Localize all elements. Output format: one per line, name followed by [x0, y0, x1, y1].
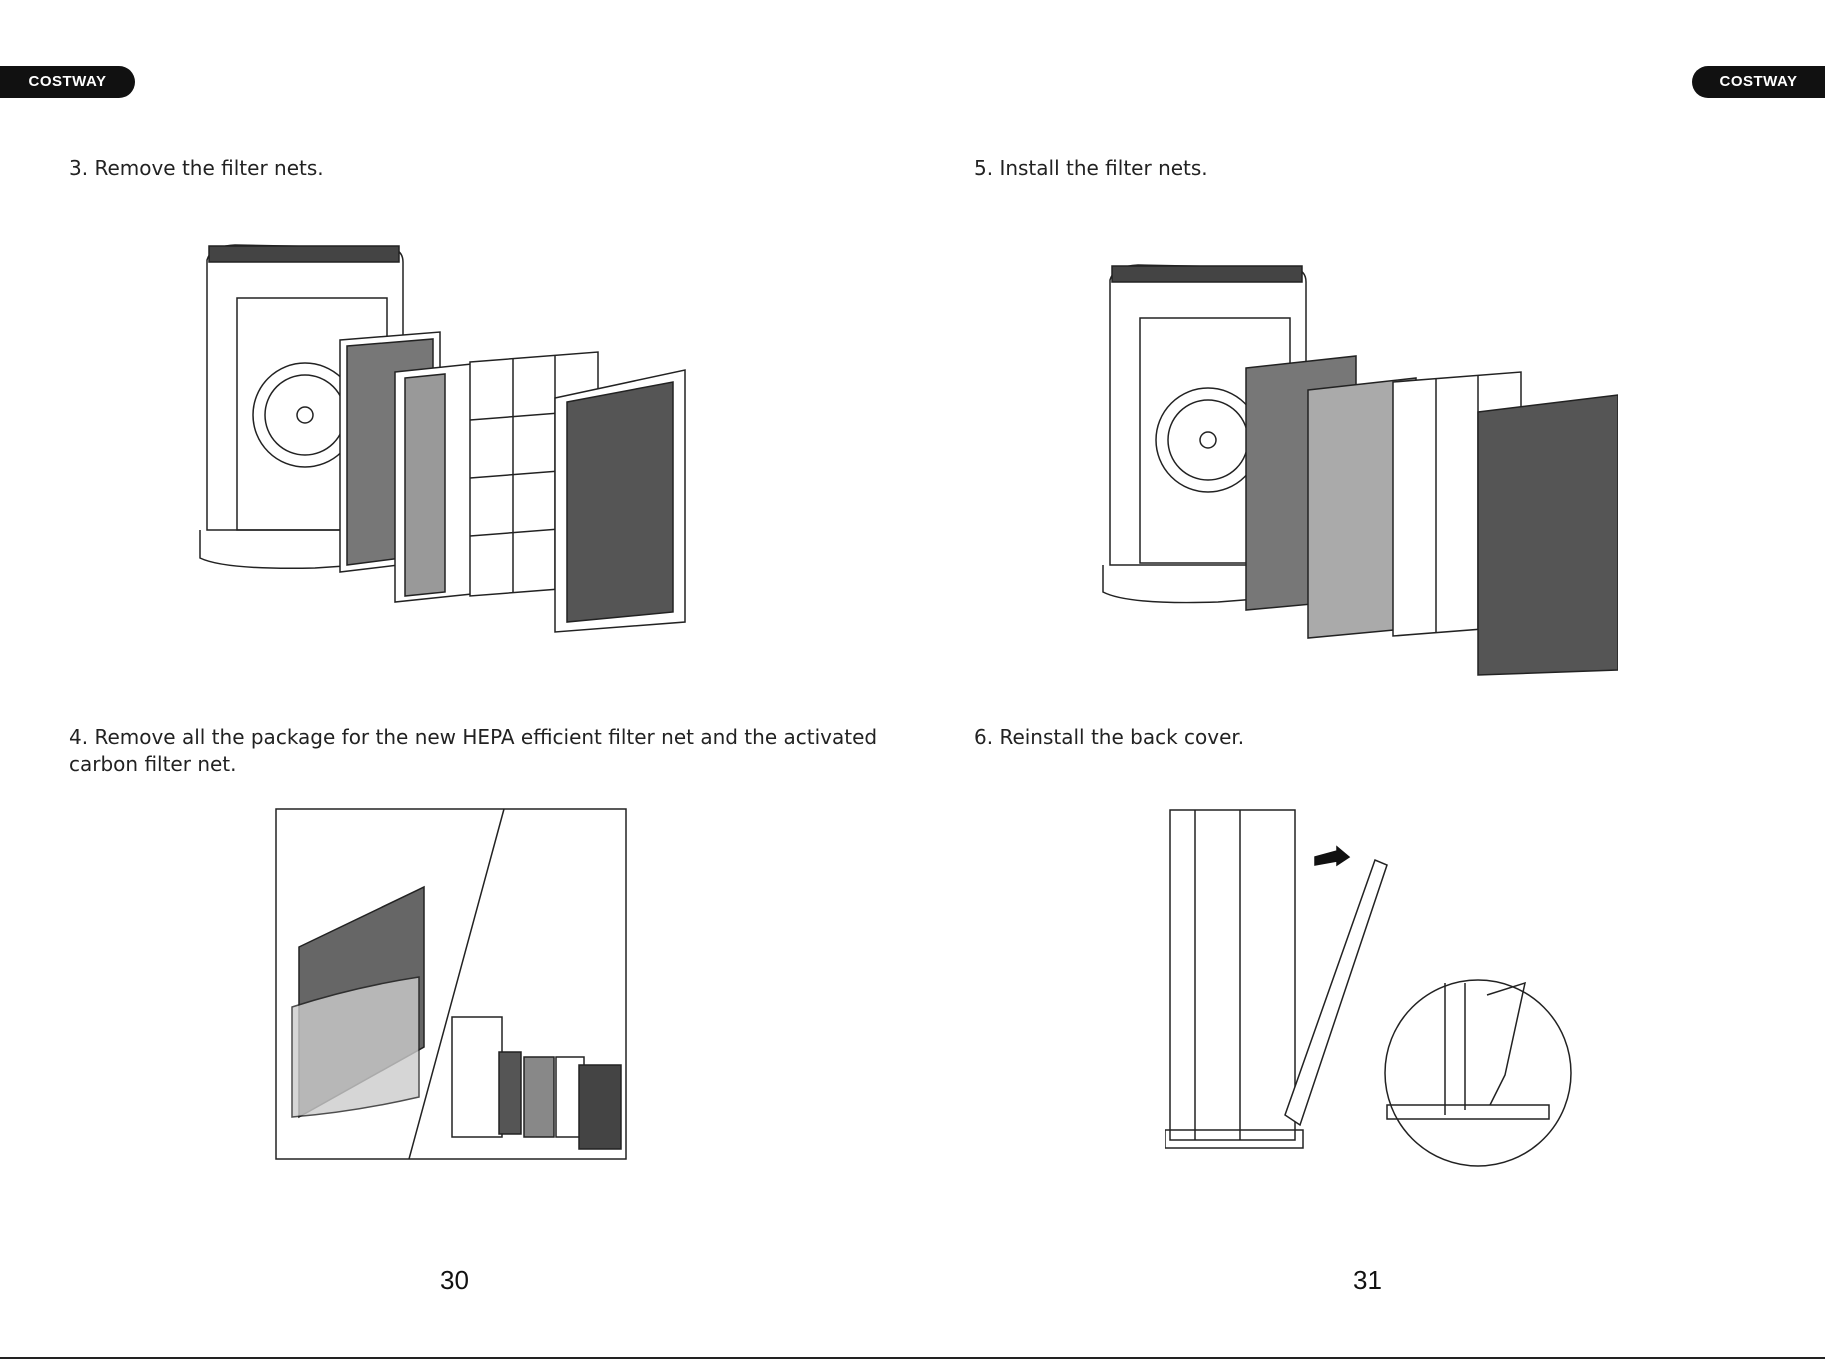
- page-number-left: 30: [440, 1265, 469, 1296]
- figure-install-filters: [1098, 260, 1618, 680]
- detail-magnifier-circle: [1385, 980, 1571, 1166]
- step-5-text: 5. Install the filter nets.: [974, 155, 1208, 182]
- step-6-text: 6. Reinstall the back cover.: [974, 724, 1244, 751]
- back-cover-illustration: [1285, 860, 1387, 1125]
- figure-remove-filters: [195, 240, 695, 640]
- purifier-side-view-illustration: [1165, 810, 1303, 1148]
- step-4-text-line1: 4. Remove all the package for the new HE…: [69, 724, 877, 751]
- figure-unpack-filters: [274, 807, 628, 1163]
- front-grille-illustration-2: [1478, 395, 1618, 675]
- step-4-text-line2: carbon filter net.: [69, 751, 237, 778]
- arrow-icon: [1315, 847, 1349, 865]
- page-number-right: 31: [1353, 1265, 1382, 1296]
- bottom-rule: [0, 1357, 1825, 1359]
- figure-reinstall-back-cover: [1165, 805, 1575, 1170]
- brand-tab-left: COSTWAY: [0, 66, 135, 98]
- step-3-text: 3. Remove the filter nets.: [69, 155, 324, 182]
- brand-tab-right: COSTWAY: [1692, 66, 1825, 98]
- front-grille-illustration: [555, 370, 685, 632]
